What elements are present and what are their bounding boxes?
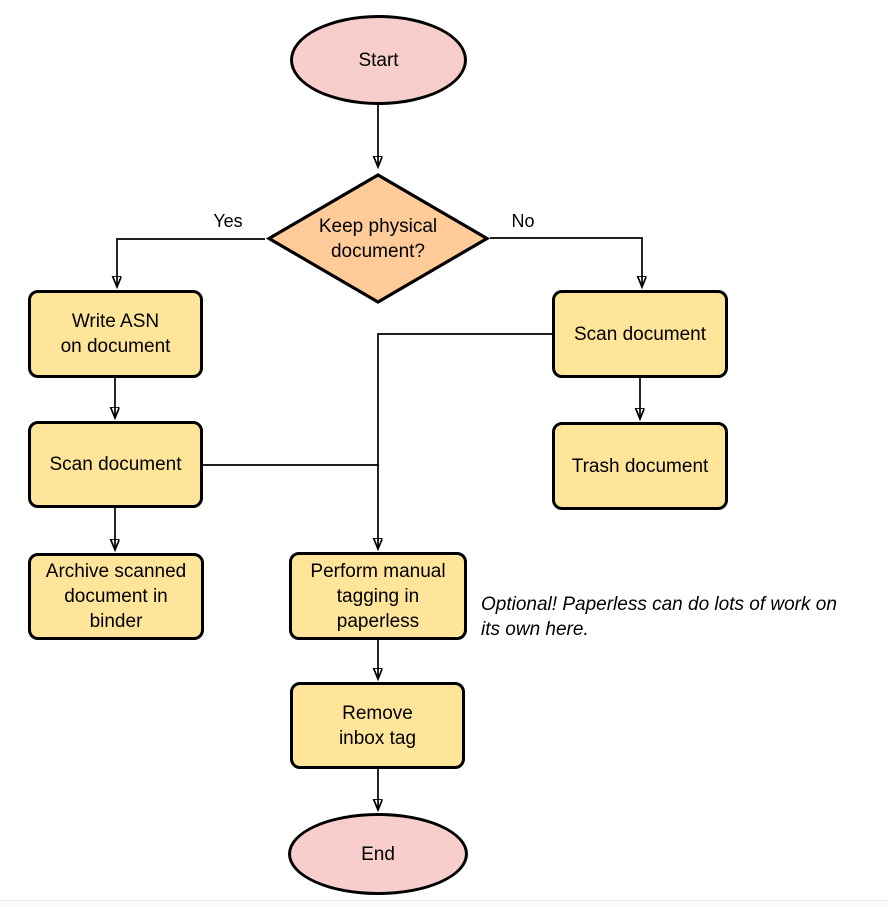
node-start: Start [290,15,467,105]
node-write-asn-on-document: Write ASN on document [28,290,203,378]
node-write-asn-label: Write ASN on document [60,311,171,357]
edge-label-yes: Yes [213,211,243,231]
node-scan-right-label: Scan document [573,323,707,345]
node-tagging-label: Perform manual tagging in paperless [310,560,446,632]
edge-decision-to-write-asn [117,238,265,286]
node-decision-keep-physical-document: Keep physical document? [265,172,491,305]
node-start-label: Start [358,49,399,71]
node-remove-inbox-tag: Remove inbox tag [290,682,465,769]
node-trash-label: Trash document [571,455,709,477]
node-trash-document: Trash document [552,422,728,510]
edge-label-no: No [511,211,535,231]
node-scan-left-label: Scan document [49,454,182,475]
annotation-optional-paperless: Optional! Paperless can do lots of work … [481,594,837,640]
node-end-label: End [361,843,395,865]
node-remove-inbox-label: Remove inbox tag [338,702,417,749]
edge-decision-to-scan-right [490,237,642,286]
page-bottom-edge [0,900,888,907]
edge-scan-right-to-tagging [378,333,552,548]
diamond-shape [265,173,491,304]
node-scan-document-right: Scan document [552,290,728,378]
node-scan-document-left: Scan document [28,421,203,508]
node-decision-label: Keep physical document? [318,215,438,262]
node-perform-manual-tagging: Perform manual tagging in paperless [289,552,467,640]
node-archive-scanned-document: Archive scanned document in binder [28,553,204,640]
node-end: End [288,813,468,895]
node-archive-label: Archive scanned document in binder [45,561,187,632]
